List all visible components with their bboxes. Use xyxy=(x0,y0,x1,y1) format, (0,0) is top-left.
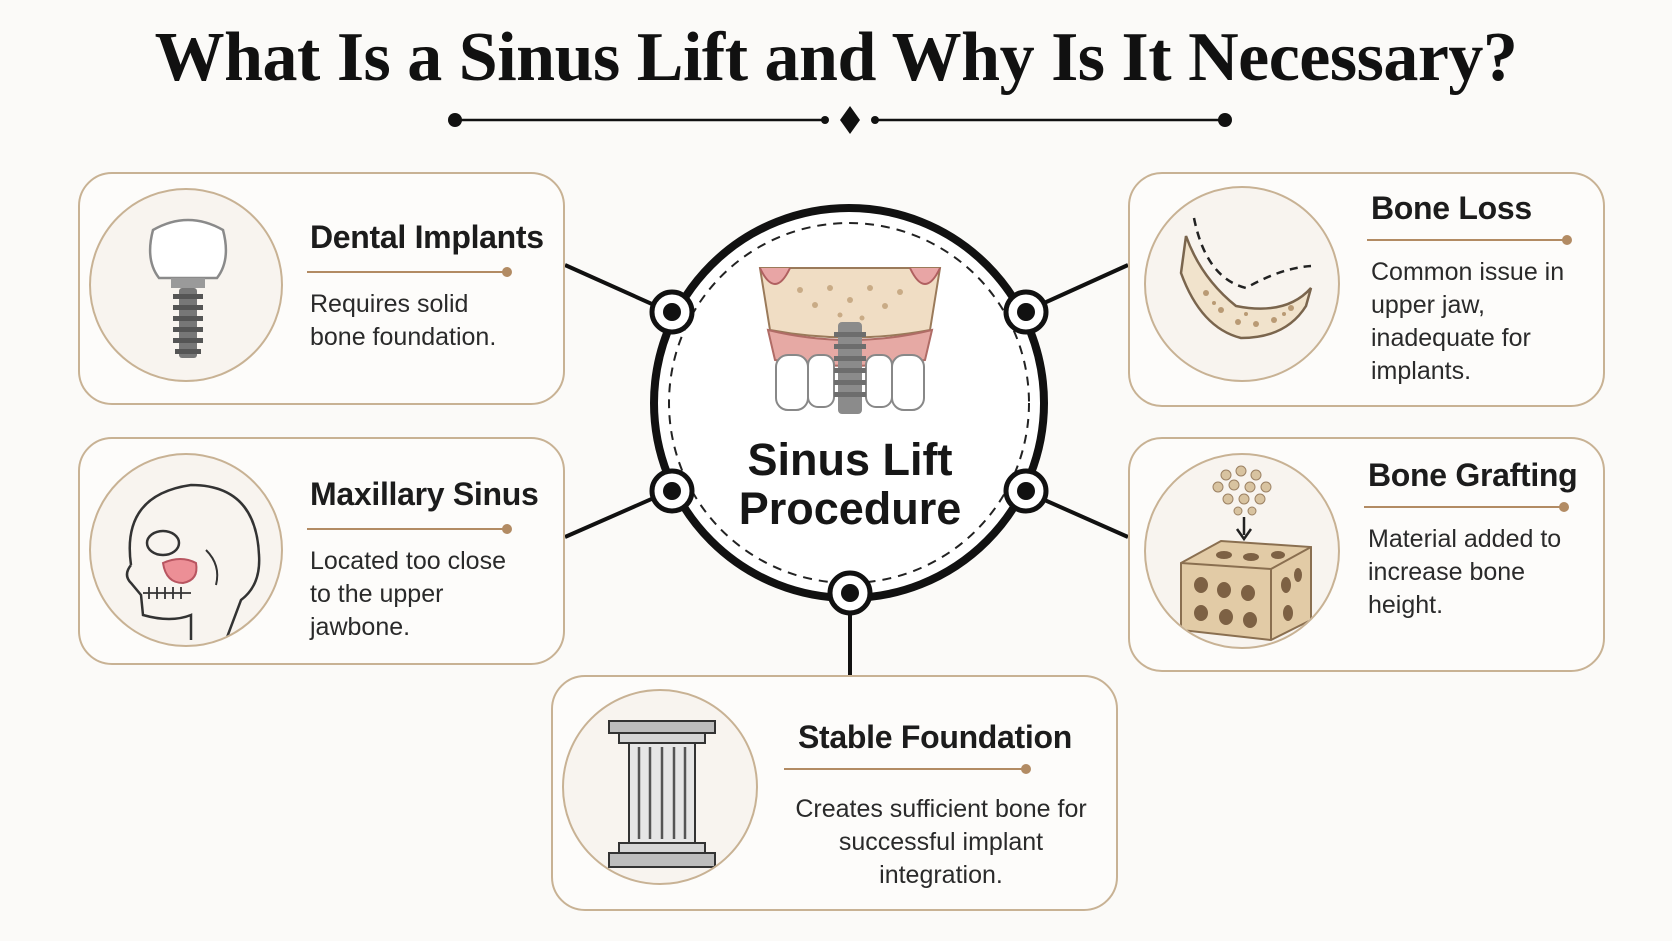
node-top-right xyxy=(1003,289,1049,335)
card-title: Bone Loss xyxy=(1371,190,1532,226)
card-description: Common issue in upper jaw, inadequate fo… xyxy=(1371,258,1565,385)
hub-label-line2: Procedure xyxy=(738,483,962,534)
card-title: Dental Implants xyxy=(310,219,544,255)
hub-label-line1: Sinus Lift xyxy=(747,434,953,485)
pillar-icon xyxy=(562,689,758,885)
card-dental-implants: Dental Implants Requires solid bone foun… xyxy=(78,172,565,405)
card-title: Stable Foundation xyxy=(798,719,1072,755)
maxilla-implant-cross-section-icon xyxy=(758,267,942,414)
card-stable-foundation: Stable Foundation Creates sufficient bon… xyxy=(551,675,1118,911)
card-bone-loss: Bone Loss Common issue in upper jaw, ina… xyxy=(1128,172,1605,407)
card-divider xyxy=(1367,235,1572,245)
implant-screw xyxy=(834,322,866,414)
node-bottom-left xyxy=(649,468,695,514)
node-bottom xyxy=(827,570,873,616)
card-description: Creates sufficient bone for successful i… xyxy=(795,795,1087,889)
card-divider xyxy=(307,267,512,277)
skull-sinus-icon xyxy=(89,453,283,647)
node-top-left xyxy=(649,289,695,335)
card-title: Maxillary Sinus xyxy=(310,476,539,512)
bone-graft-block-icon xyxy=(1144,453,1340,649)
title-divider xyxy=(448,106,1232,134)
card-description: Located too close to the upper jawbone. xyxy=(310,547,506,641)
card-description: Material added to increase bone height. xyxy=(1368,525,1562,619)
card-divider xyxy=(307,524,512,534)
card-divider xyxy=(784,764,1031,774)
card-maxillary-sinus: Maxillary Sinus Located too close to the… xyxy=(78,437,565,665)
card-bone-grafting: Bone Grafting Material added to increase… xyxy=(1128,437,1605,672)
jawbone-loss-icon xyxy=(1144,186,1340,382)
hub-label: Sinus Lift Procedure xyxy=(690,435,1010,533)
card-divider xyxy=(1364,502,1569,512)
dental-implant-icon xyxy=(89,188,283,382)
connector-nodes xyxy=(649,289,1049,616)
node-bottom-right xyxy=(1003,468,1049,514)
page-title: What Is a Sinus Lift and Why Is It Neces… xyxy=(154,19,1518,96)
card-description: Requires solid bone foundation. xyxy=(310,290,497,351)
card-title: Bone Grafting xyxy=(1368,457,1578,493)
